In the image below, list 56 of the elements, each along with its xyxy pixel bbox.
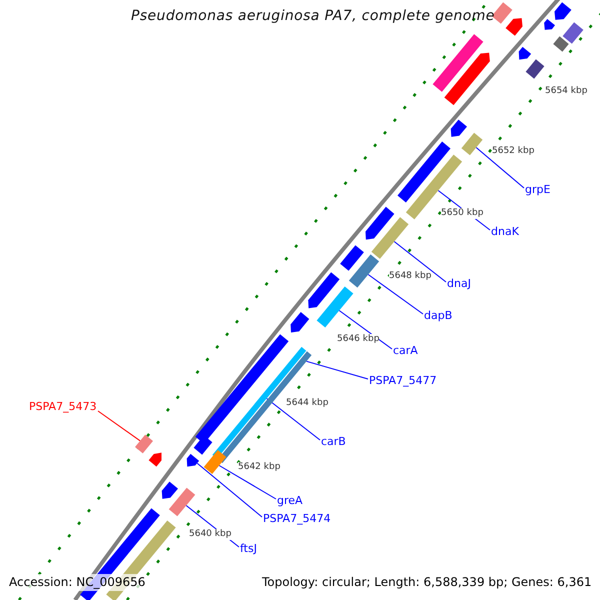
gene-feature (506, 18, 522, 36)
gene-label: grpE (525, 183, 550, 196)
footer-text: Topology: circular; Length: 6,588,339 bp; Genes: 6,361 (262, 574, 592, 591)
scale-label: 5652 kbp (492, 146, 534, 157)
title: Pseudomonas aeruginosa PA7, complete genome (131, 8, 495, 24)
gene-label: PSPA7_5473 (29, 400, 97, 413)
gene-feature (398, 142, 450, 202)
gene-feature (162, 482, 178, 499)
gene-feature (186, 454, 200, 467)
gene-feature (553, 36, 569, 52)
gene-feature (406, 154, 462, 220)
scale-label: 5646 kbp (337, 334, 380, 345)
gene-label: ftsJ (240, 542, 257, 555)
gene-label: carA (393, 344, 418, 357)
gene-feature (526, 59, 544, 79)
footer-text: Accession: NC_009656 (9, 574, 146, 591)
gene-feature (168, 488, 196, 516)
gene-feature (554, 2, 572, 20)
gene-feature (544, 19, 555, 30)
gene-label: dnaK (491, 225, 519, 238)
leader-line (98, 410, 141, 442)
gene-feature (340, 245, 364, 271)
gene-feature (366, 206, 394, 240)
gene-label: dnaJ (447, 277, 471, 290)
scale-label: 5650 kbp (441, 208, 484, 219)
scale-label: 5640 kbp (189, 529, 232, 540)
gene-feature (148, 452, 162, 467)
leader-line (476, 147, 524, 188)
gene-label: greA (277, 494, 303, 507)
gene-feature (444, 52, 490, 106)
gene-feature (348, 254, 380, 288)
gene-feature (135, 434, 153, 454)
gene-feature (450, 120, 467, 137)
leader-line (338, 310, 392, 350)
gene-label: PSPA7_5474 (263, 512, 331, 525)
leader-line (368, 274, 424, 314)
gene-feature (461, 132, 483, 156)
gene-feature (316, 286, 354, 328)
gene-label: PSPA7_5477 (369, 374, 437, 387)
scale-label: 5654 kbp (545, 86, 588, 97)
scale-label: 5648 kbp (389, 271, 432, 282)
leader-line (394, 241, 446, 282)
scale-label: 5642 kbp (238, 462, 280, 473)
gene-label: dapB (424, 309, 452, 322)
gene-feature (290, 312, 310, 332)
scale-label: 5644 kbp (286, 398, 328, 409)
gene-feature (432, 34, 484, 92)
gene-feature (518, 46, 532, 60)
gene-feature (562, 22, 584, 44)
gene-feature (204, 450, 226, 474)
leader-line (196, 462, 262, 518)
leader-line (218, 465, 276, 500)
leader-line (306, 360, 368, 380)
gene-label: carB (321, 435, 346, 448)
gene-feature (371, 217, 409, 259)
gene-feature (308, 272, 340, 308)
